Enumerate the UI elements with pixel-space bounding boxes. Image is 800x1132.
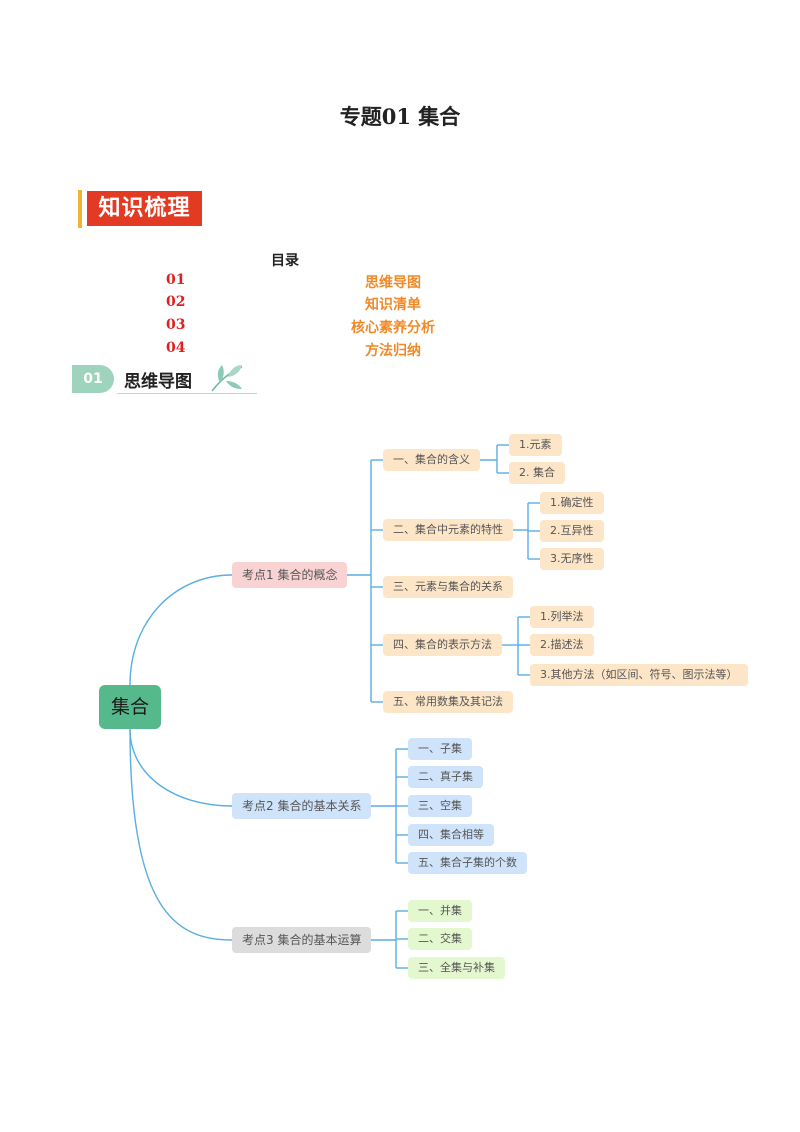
mindmap-leaf-node[interactable]: 2.描述法 [530, 634, 594, 656]
mindmap-leaf-node[interactable]: 2.互异性 [540, 520, 604, 542]
mindmap-topic-node[interactable]: 二、交集 [408, 928, 472, 950]
root-branch-connector [129, 728, 233, 941]
mindmap-topic-node[interactable]: 一、集合的含义 [383, 449, 480, 471]
banner-accent-bar [78, 190, 82, 228]
leaf-icon [211, 365, 243, 392]
section-header: 01 思维导图 [72, 363, 257, 395]
toc-item[interactable]: 03 核心素养分析 [0, 317, 800, 339]
section-title: 思维导图 [124, 372, 192, 392]
mindmap-topic-node[interactable]: 二、真子集 [408, 766, 483, 788]
mindmap-topic-node[interactable]: 四、集合相等 [408, 824, 494, 846]
mindmap-topic-node[interactable]: 五、集合子集的个数 [408, 852, 527, 874]
mindmap-leaf-node[interactable]: 3.其他方法（如区间、符号、图示法等） [530, 664, 748, 686]
mindmap-topic-node[interactable]: 三、元素与集合的关系 [383, 576, 513, 598]
mindmap-leaf-node[interactable]: 3.无序性 [540, 548, 604, 570]
toc-item-number: 04 [166, 340, 186, 356]
mindmap-root-node[interactable]: 集合 [99, 685, 161, 729]
page-title: 专题01 集合 [339, 104, 461, 129]
section-banner: 知识梳理 [87, 191, 202, 226]
toc-item[interactable]: 04 方法归纳 [0, 340, 800, 362]
mindmap-topic-node[interactable]: 三、空集 [408, 795, 472, 817]
mindmap-branch-node[interactable]: 考点1 集合的概念 [232, 562, 348, 588]
mindmap-leaf-node[interactable]: 1.元素 [509, 434, 562, 456]
toc-item[interactable]: 02 知识清单 [0, 294, 800, 316]
toc-item-number: 01 [166, 272, 186, 288]
toc-item[interactable]: 01 思维导图 [0, 272, 800, 294]
section-underline [117, 393, 257, 394]
root-branch-connector [129, 728, 233, 807]
mindmap-topic-node[interactable]: 五、常用数集及其记法 [383, 691, 513, 713]
mindmap-branch-node[interactable]: 考点3 集合的基本运算 [232, 927, 372, 953]
toc-item-label[interactable]: 方法归纳 [365, 343, 421, 359]
toc-item-label[interactable]: 核心素养分析 [351, 320, 435, 336]
mindmap-branch-node[interactable]: 考点2 集合的基本关系 [232, 793, 372, 819]
mindmap-topic-node[interactable]: 二、集合中元素的特性 [383, 519, 513, 541]
mindmap-leaf-node[interactable]: 1.确定性 [540, 492, 604, 514]
toc-heading: 目录 [271, 253, 299, 269]
mindmap-leaf-node[interactable]: 2. 集合 [509, 462, 565, 484]
toc-item-label[interactable]: 思维导图 [365, 275, 421, 291]
mindmap-topic-node[interactable]: 三、全集与补集 [408, 957, 505, 979]
section-number-badge: 01 [72, 365, 114, 393]
mindmap-topic-node[interactable]: 一、子集 [408, 738, 472, 760]
mindmap-topic-node[interactable]: 一、并集 [408, 900, 472, 922]
mindmap-leaf-node[interactable]: 1.列举法 [530, 606, 594, 628]
toc-item-number: 03 [166, 317, 186, 333]
toc-item-label[interactable]: 知识清单 [365, 297, 421, 313]
mindmap-topic-node[interactable]: 四、集合的表示方法 [383, 634, 502, 656]
root-branch-connector [129, 574, 233, 686]
toc-item-number: 02 [166, 294, 186, 310]
